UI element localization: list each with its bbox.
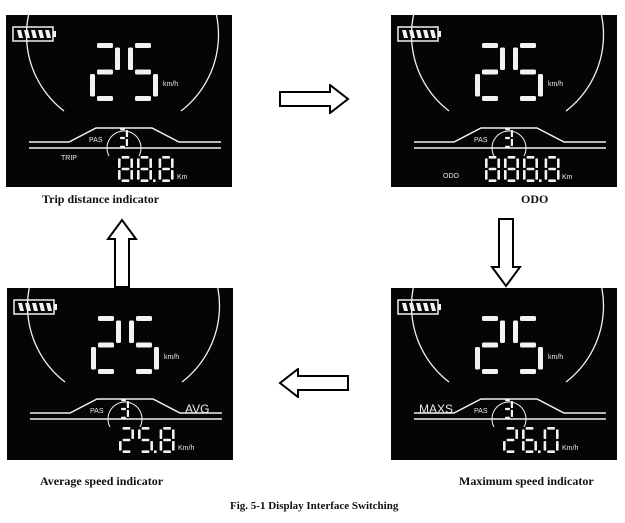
caption-avg: Average speed indicator (40, 474, 164, 488)
arrow-up-icon (106, 218, 138, 288)
speed-digits (90, 43, 160, 106)
maxs-value-digits (503, 427, 561, 458)
speedometer-arc (410, 288, 605, 383)
pas-level-digit (502, 128, 515, 153)
speed-digits (475, 43, 545, 106)
speed-unit: km/h (548, 354, 564, 361)
speed-unit: km/h (164, 354, 180, 361)
display-panel-odo: km/h PAS ODO Km (391, 15, 617, 187)
speed-digits (91, 316, 161, 379)
battery-icon (397, 26, 441, 42)
arrow-left-icon (278, 368, 349, 398)
mode-label-trip: TRIP (61, 155, 77, 162)
odo-value-digits (485, 156, 562, 187)
pas-level-digit (502, 399, 515, 424)
mode-label-avg: AVG (185, 402, 210, 416)
mode-label-odo: ODO (443, 173, 459, 180)
trip-value-unit: Km (177, 174, 188, 181)
mode-label-maxs: MAXS (419, 402, 454, 416)
battery-icon (12, 26, 56, 42)
lcd-frame (13, 288, 222, 428)
speed-unit: km/h (163, 81, 179, 88)
caption-trip: Trip distance indicator (42, 192, 160, 206)
pas-level-digit (117, 128, 130, 153)
speed-unit: km/h (548, 81, 564, 88)
display-panel-avg: km/h PAS AVG Km/h (7, 288, 233, 460)
pas-circle (106, 130, 142, 157)
pas-circle (107, 401, 143, 428)
display-panel-trip: km/h PAS TRIP Km (6, 15, 232, 187)
caption-maxs: Maximum speed indicator (459, 474, 594, 488)
arrow-down-icon (490, 218, 522, 288)
caption-odo: ODO (521, 192, 549, 206)
battery-icon (397, 299, 441, 315)
battery-icon (13, 299, 57, 315)
pas-circle (491, 130, 527, 157)
pas-label: PAS (89, 137, 103, 144)
speedometer-arc (25, 15, 220, 112)
arrow-right-icon (279, 84, 350, 114)
speed-digits (475, 316, 545, 379)
pas-level-digit (118, 399, 131, 424)
display-panel-maxs: km/h PAS MAXS Km/h (391, 288, 617, 460)
trip-value-digits (118, 156, 176, 187)
figure-caption: Fig. 5-1 Display Interface Switching (230, 500, 399, 512)
pas-label: PAS (90, 408, 104, 415)
pas-label: PAS (474, 408, 488, 415)
pas-label: PAS (474, 137, 488, 144)
speedometer-arc (26, 288, 221, 383)
speedometer-arc (410, 15, 605, 112)
avg-value-unit: Km/h (178, 445, 195, 452)
odo-value-unit: Km (562, 174, 573, 181)
pas-circle (491, 401, 527, 428)
avg-value-digits (119, 427, 177, 458)
maxs-value-unit: Km/h (562, 445, 579, 452)
